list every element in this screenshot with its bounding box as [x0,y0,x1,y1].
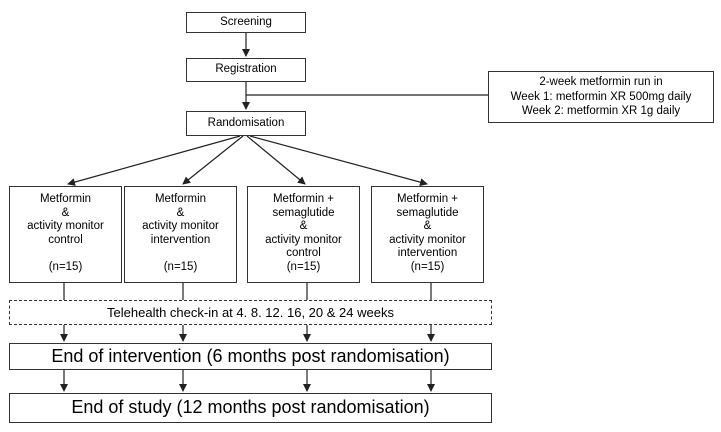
arm-line: activity monitor [265,233,342,246]
arrow-to-arm-2 [182,135,244,185]
registration-box: Registration [186,58,306,82]
arm-line: semaglutide [396,206,459,219]
arm-line: & [423,220,432,233]
arm-sample-size: (n=15) [163,261,198,274]
registration-label: Registration [215,63,277,76]
telehealth-label: Telehealth check-in at 4. 8. 12. 16, 20 … [107,304,394,320]
arm-line: semaglutide [272,206,335,219]
arrow-to-arm-3 [246,135,306,185]
arm-line: activity monitor [389,233,466,246]
arm-line: activity monitor [142,220,219,233]
arm-line: control [286,247,321,260]
arrow-to-arm-1 [67,135,241,186]
arm-line: Metformin [154,193,207,205]
arm-line: intervention [150,233,211,246]
randomisation-box: Randomisation [186,111,306,136]
end-of-study-label: End of study (12 months post randomisati… [71,397,430,418]
run-in-title: 2-week metformin run in [539,76,663,89]
arm-line: & [61,206,70,219]
end-of-intervention-label: End of intervention (6 months post rando… [51,345,450,366]
run-in-box: 2-week metformin run in Week 1: metformi… [488,71,714,123]
screening-box: Screening [186,12,306,33]
run-in-week-2: Week 2: metformin XR 1g daily [521,105,681,118]
telehealth-box: Telehealth check-in at 4. 8. 12. 16, 20 … [9,300,492,325]
arrow-to-arm-4 [249,135,428,187]
arm-line: & [176,206,185,219]
arm-sample-size: (n=15) [410,261,445,274]
arm-sample-size: (n=15) [48,261,83,274]
arm-line: & [299,220,308,233]
arm-sample-size: (n=15) [286,261,321,274]
run-in-week-1: Week 1: metformin XR 500mg daily [510,90,692,103]
randomisation-label: Randomisation [207,116,285,129]
screening-label: Screening [220,15,272,28]
arm-line: Metformin + [272,193,335,205]
end-of-intervention-box: End of intervention (6 months post rando… [9,343,492,370]
arm-line: Metformin [39,193,92,205]
arm-line: control [48,233,83,246]
end-of-study-box: End of study (12 months post randomisati… [9,393,492,423]
arm-line: Metformin + [396,193,459,205]
arm-line: activity monitor [27,220,104,233]
arm-line: intervention [397,247,458,260]
